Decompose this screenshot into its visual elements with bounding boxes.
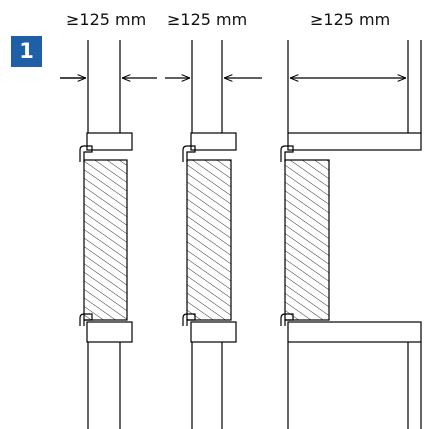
clearance-label-3: ≥125 mm — [310, 10, 391, 29]
clearance-label-2: ≥125 mm — [167, 10, 248, 29]
mounting-scenario-1 — [60, 40, 157, 429]
mounting-scenario-2 — [165, 40, 262, 429]
mounting-scenario-3 — [280, 40, 422, 429]
clearance-label-1: ≥125 mm — [66, 10, 147, 29]
step-number-badge: 1 — [11, 36, 42, 67]
